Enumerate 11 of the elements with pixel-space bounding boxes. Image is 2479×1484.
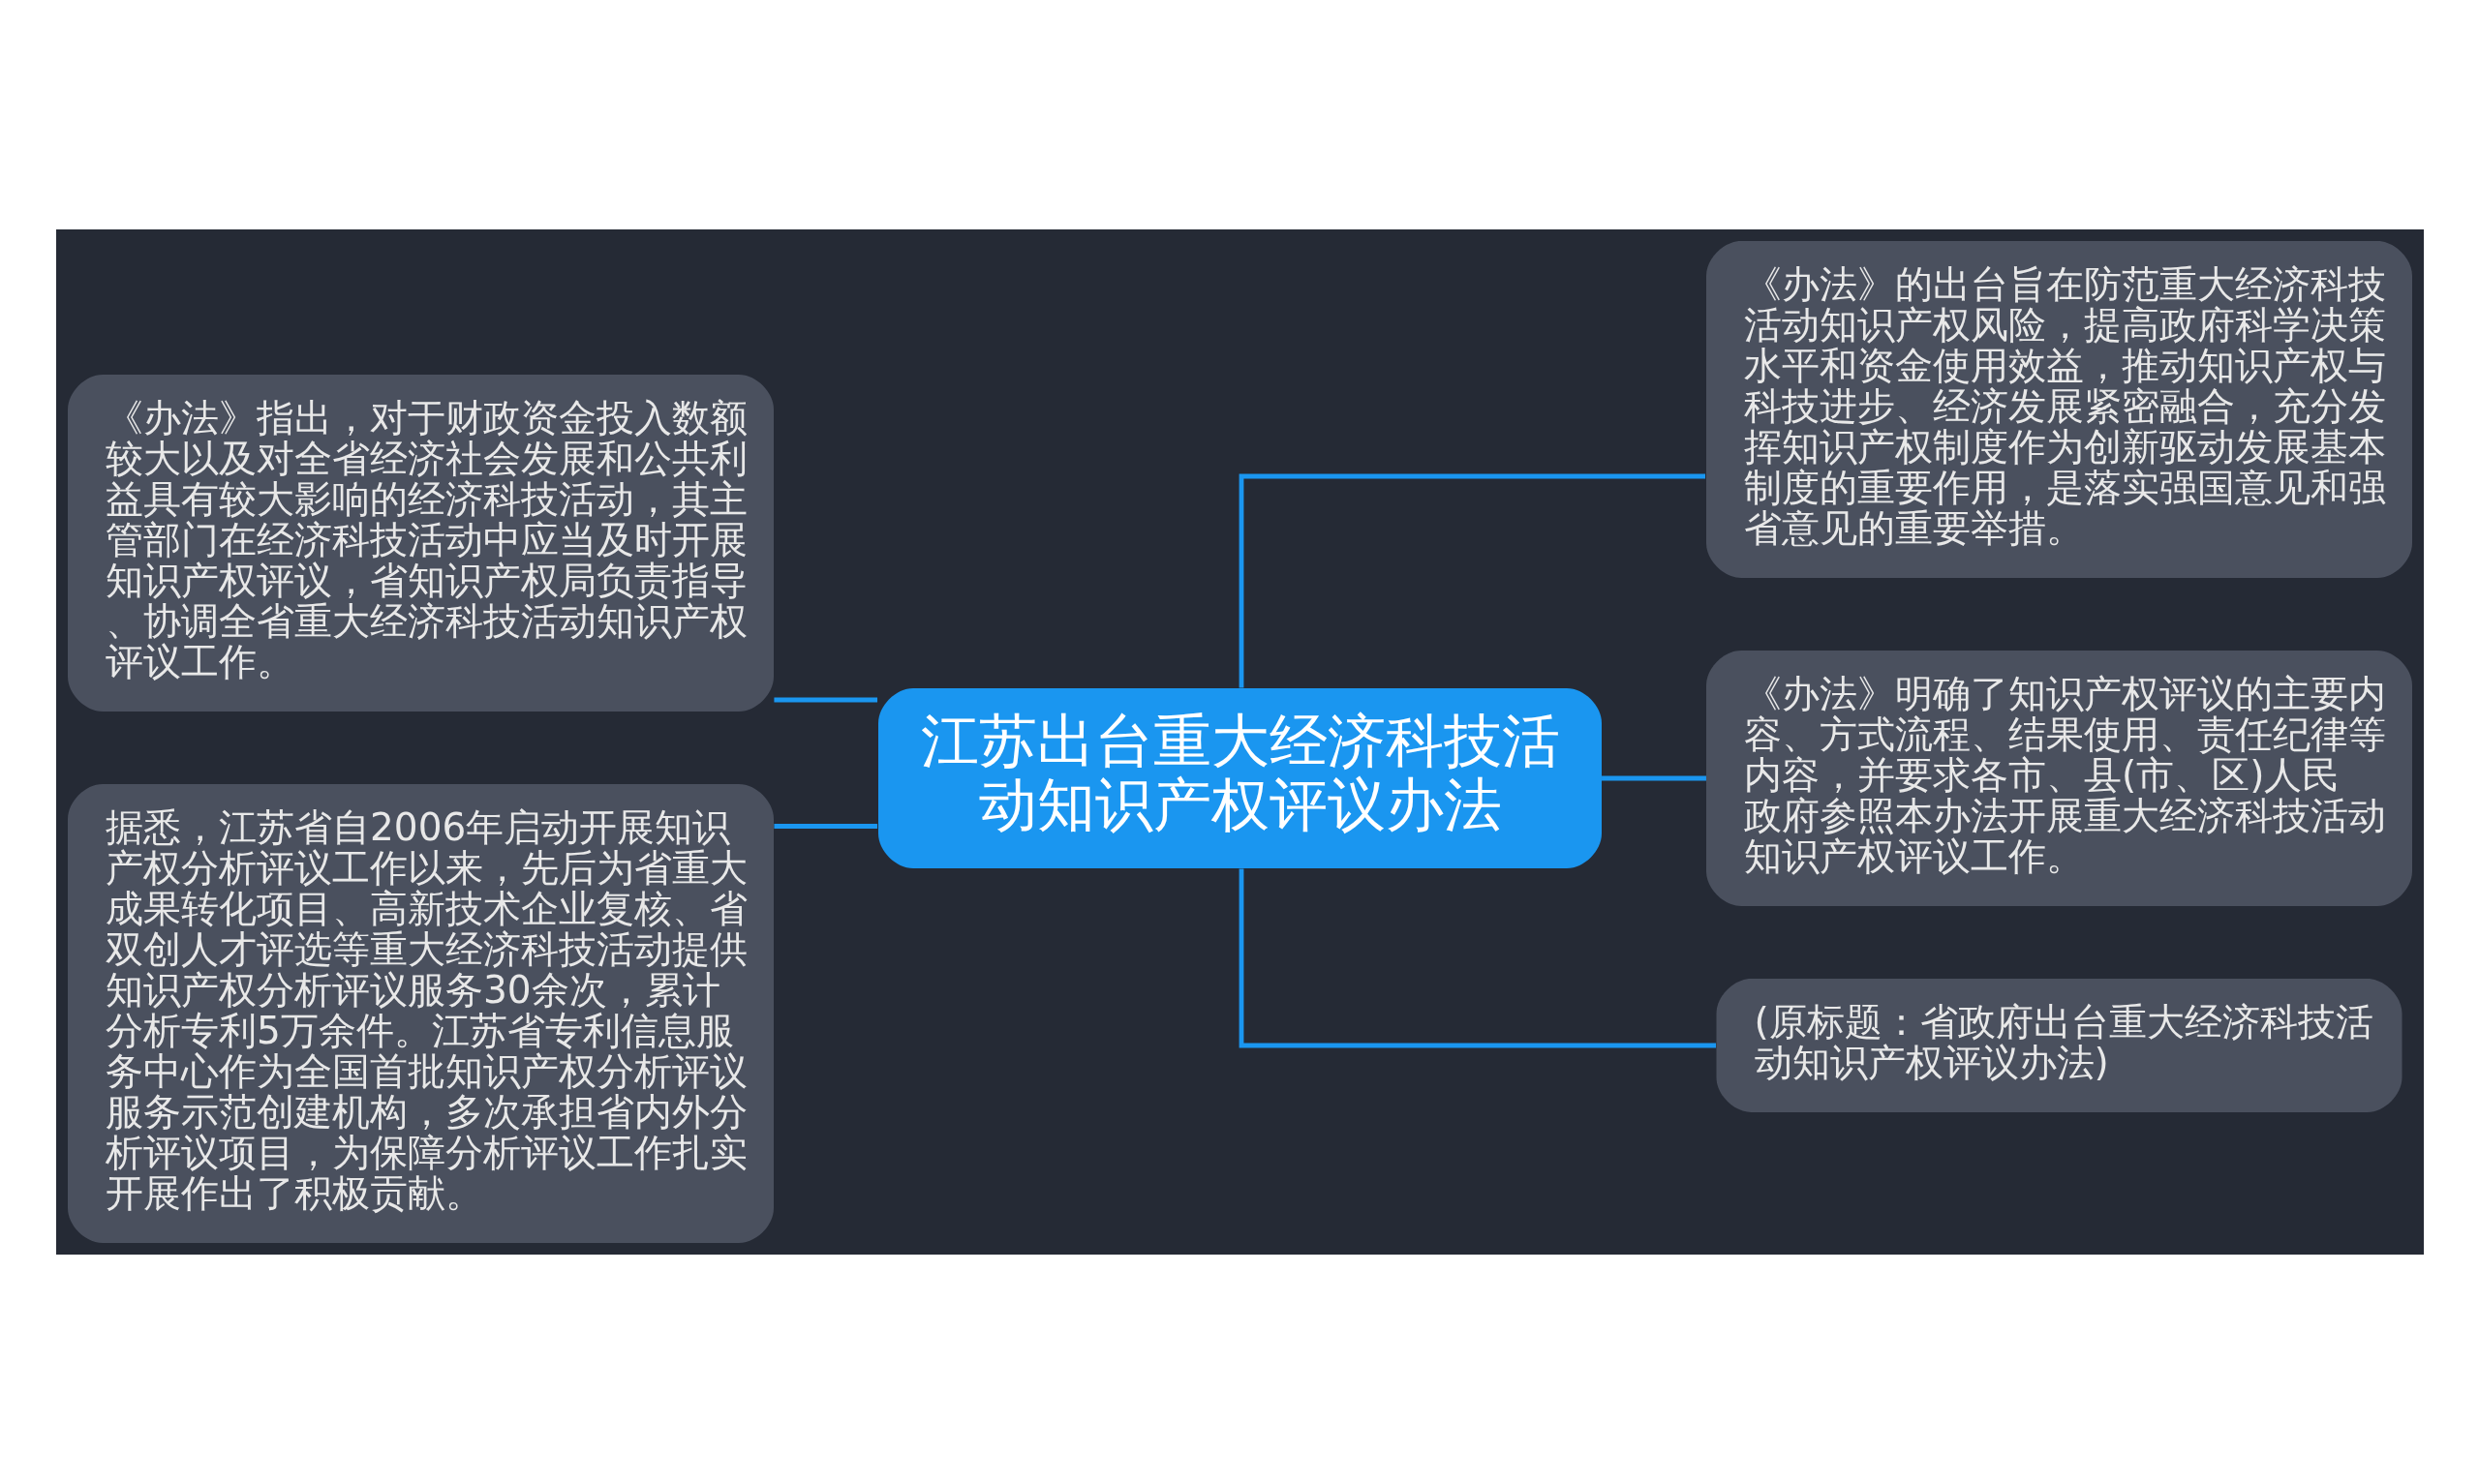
node-box: 江苏出台重大经济科技活动知识产权评议办法 [877, 688, 1602, 868]
node-box: (原标题：省政府出台重大经济科技活动知识产权评议办法) [1716, 979, 2402, 1112]
connector [1601, 775, 1706, 781]
connector [1239, 473, 1705, 688]
node-box: 《办法》明确了知识产权评议的主要内容、方式流程、结果使用、责任纪律等内容，并要求各市、县(市、区)人民政府参照本办法开展重大经济科技活动知识产权评议工作。 [1705, 651, 2412, 906]
node-box: 《办法》的出台旨在防范重大经济科技活动知识产权风险，提高政府科学决策水平和资金使用效益，推动知识产权与科技进步、经济发展紧密融合，充分发挥知识产权制度作为创新驱动发展基本制度的重要作用，是落实强国意见和强省意见的重要举措。 [1705, 241, 2412, 578]
connector [1239, 868, 1716, 1048]
connector [773, 697, 877, 703]
node-box: 据悉，江苏省自2006年启动开展知识产权分析评议工作以来，先后为省重大成果转化项目、高新技术企业复核、省双创人才评选等重大经济科技活动提供知识产权分析评议服务30余次，累计分析专利5万余件。江苏省专利信息服务中心作为全国首批知识产权分析评议服务示范创建机构，多次承担省内外分析评议项目，为保障分析评议工作扎实开展作出了积极贡献。 [67, 784, 774, 1243]
connector [773, 824, 877, 829]
node-box: 《办法》指出，对于财政资金投入数额较大以及对全省经济社会发展和公共利益具有较大影响的经济科技活动，其主管部门在经济科技活动中应当及时开展知识产权评议，省知识产权局负责指导、协调全省重大经济科技活动知识产权评议工作。 [67, 375, 774, 712]
